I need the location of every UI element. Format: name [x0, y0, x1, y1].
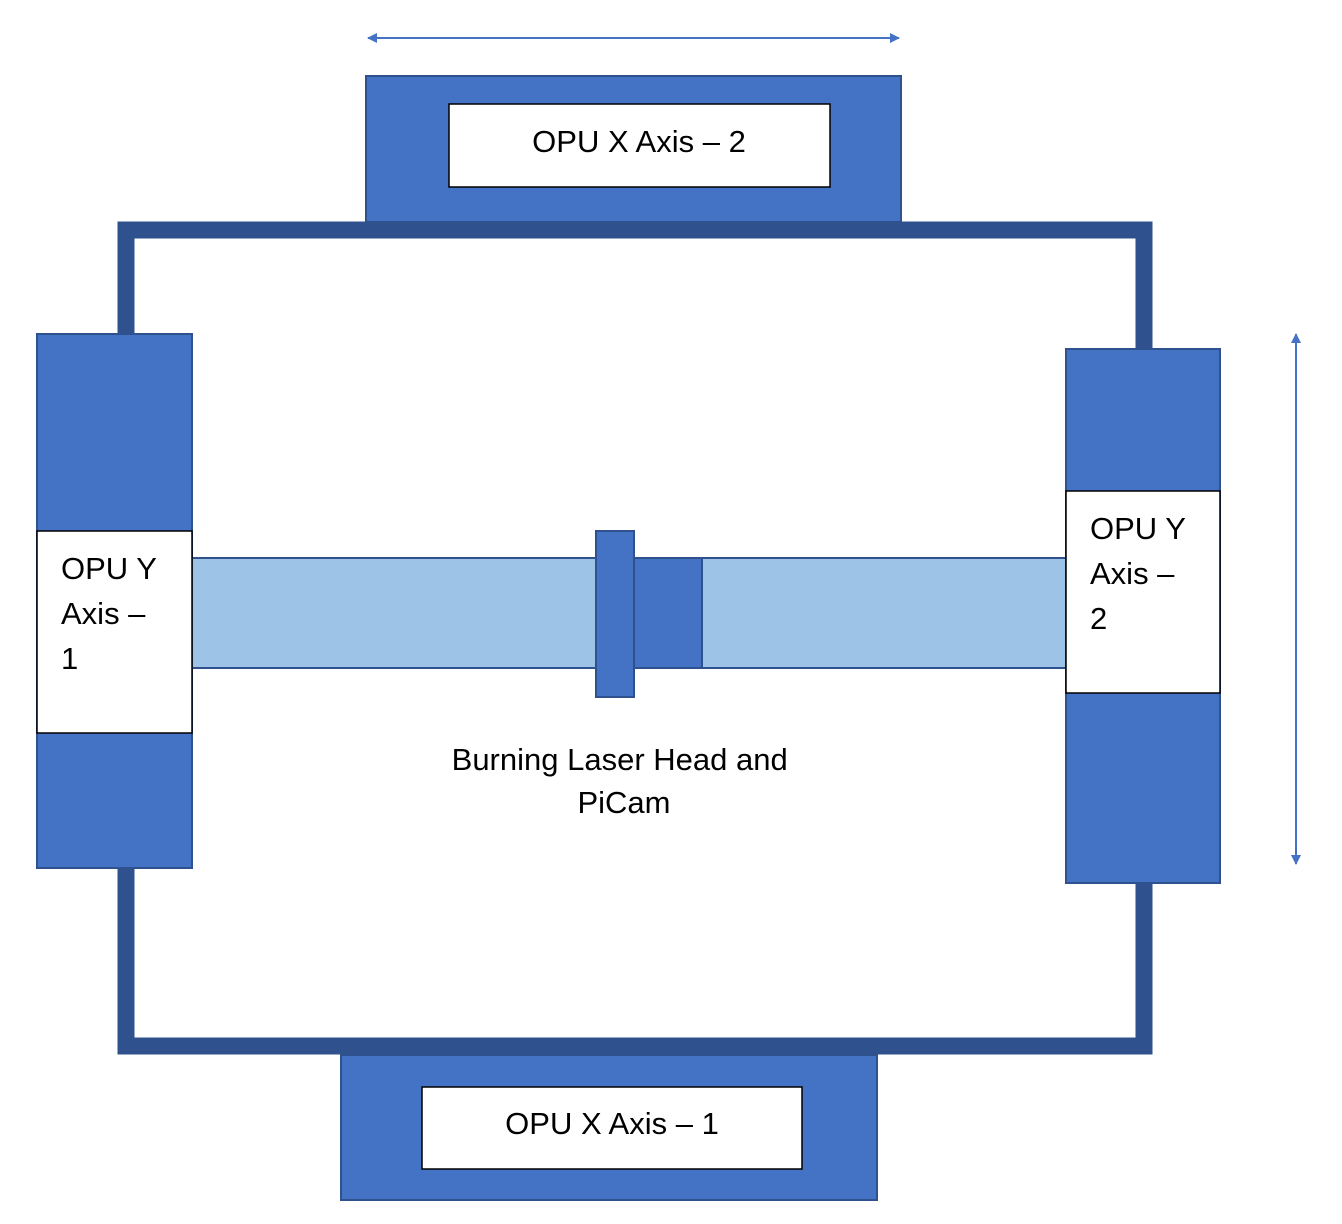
label-line: 2: [1090, 601, 1107, 636]
laser-head-assembly: [595, 530, 703, 698]
laser-head-caption: Burning Laser Head and PiCam: [452, 742, 797, 820]
label-box: [421, 1086, 803, 1170]
opu-x-axis-1-label: OPU X Axis – 1: [505, 1106, 719, 1141]
label-box: [448, 103, 831, 188]
opu-x-axis-1-carriage: OPU X Axis – 1: [340, 1054, 878, 1201]
label-line: OPU Y: [61, 551, 156, 586]
label-box: [36, 530, 193, 734]
caption-line: PiCam: [577, 785, 670, 820]
label-line: Axis –: [61, 596, 146, 631]
opu-x-axis-2-label: OPU X Axis – 2: [532, 124, 746, 159]
laser-head-block: [633, 557, 703, 669]
opu-x-axis-2-carriage: OPU X Axis – 2: [365, 75, 902, 223]
label-box: [1065, 490, 1221, 694]
opu-y-axis-1-carriage: OPU Y Axis – 1: [36, 333, 193, 869]
label-line: Axis –: [1090, 556, 1175, 591]
picam-plate: [595, 530, 635, 698]
caption-line: Burning Laser Head and: [452, 742, 788, 777]
label-line: 1: [61, 641, 78, 676]
label-line: OPU Y: [1090, 511, 1185, 546]
opu-y-axis-2-label: OPU Y Axis – 2: [1090, 511, 1194, 636]
opu-y-axis-1-label: OPU Y Axis – 1: [61, 551, 165, 676]
opu-y-axis-2-carriage: OPU Y Axis – 2: [1065, 348, 1221, 884]
